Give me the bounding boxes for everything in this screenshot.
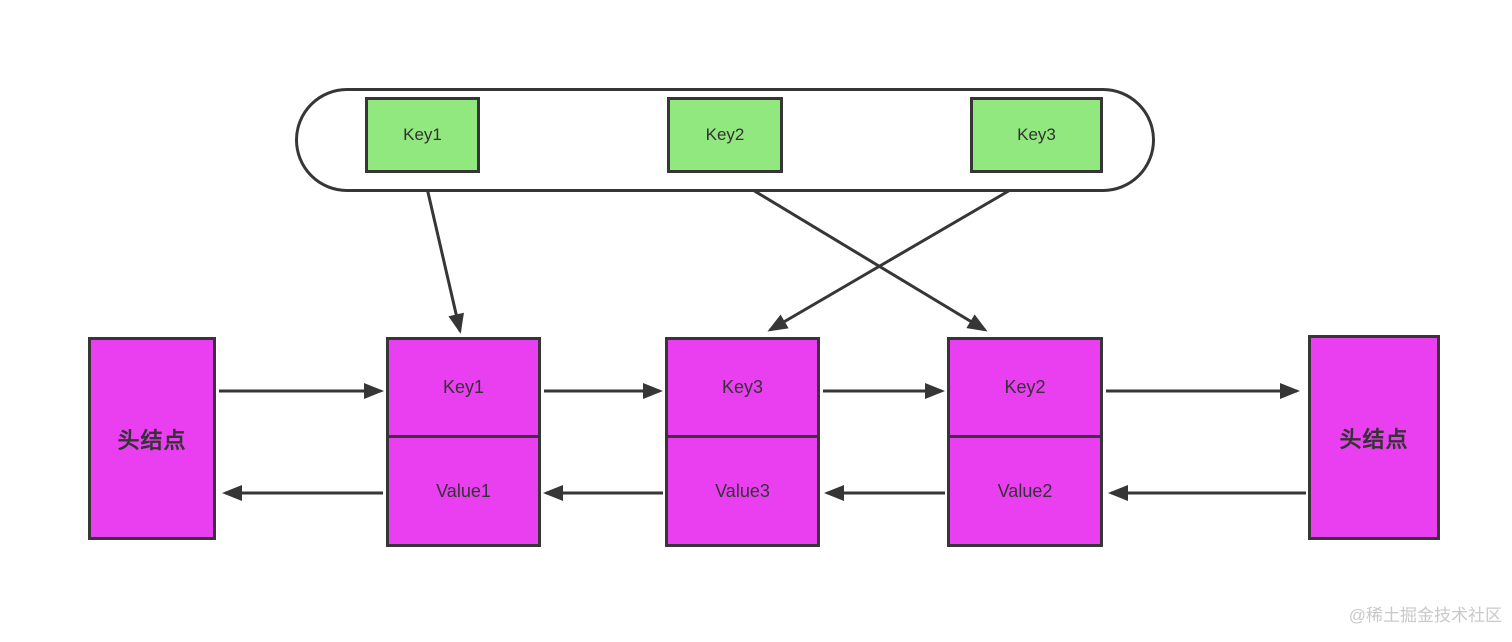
node-value-label: Value3 — [715, 480, 770, 501]
node-key-cell: Key1 — [389, 340, 538, 438]
bucket-key-box-1: Key1 — [365, 97, 480, 173]
node-key-label: Key1 — [442, 377, 485, 397]
node-key-cell: Key2 — [950, 340, 1100, 438]
node-value-cell: Value1 — [389, 438, 538, 544]
watermark: @稀土掘金技术社区 — [1348, 606, 1502, 625]
bucket-key-label: Key3 — [1017, 125, 1056, 144]
node-value-label: Value2 — [997, 480, 1053, 501]
head-node-label: 头结点 — [117, 427, 187, 453]
head-node-right: 头结点 — [1308, 335, 1440, 540]
node-value-cell: Value2 — [950, 438, 1100, 544]
bucket-key-label: Key1 — [403, 125, 442, 144]
head-node-label: 头结点 — [1339, 426, 1409, 452]
node-value-label: Value1 — [436, 480, 491, 501]
node-key-label: Key3 — [721, 377, 764, 397]
list-node-1: Key1 Value1 — [386, 337, 541, 547]
bucket-key-box-3: Key3 — [970, 97, 1103, 173]
list-node-2: Key3 Value3 — [665, 337, 820, 547]
node-key-cell: Key3 — [668, 340, 817, 438]
arrow-bucket-key1-to-node1 — [422, 174, 464, 334]
arrow-bucket-key2-to-node3 — [727, 173, 988, 332]
head-node-left: 头结点 — [88, 337, 216, 540]
bucket-key-label: Key2 — [705, 125, 745, 144]
node-key-label: Key2 — [1004, 377, 1046, 397]
list-node-3: Key2 Value2 — [947, 337, 1103, 547]
arrow-bucket-key3-to-node2 — [767, 173, 1037, 332]
node-value-cell: Value3 — [668, 438, 817, 544]
bucket-key-box-2: Key2 — [667, 97, 783, 173]
